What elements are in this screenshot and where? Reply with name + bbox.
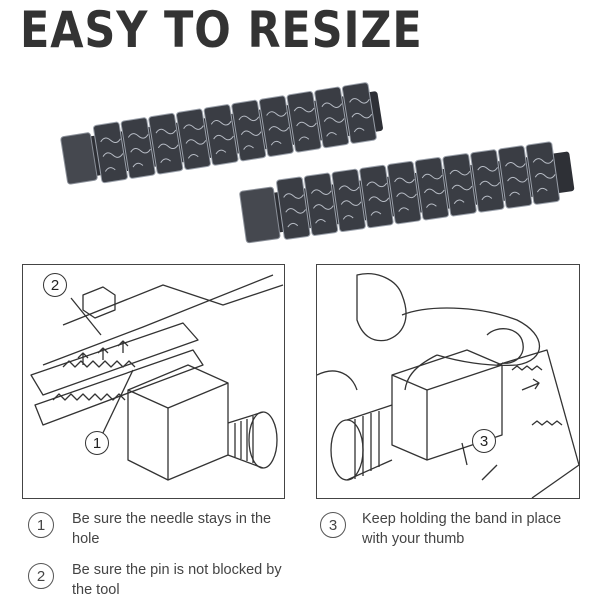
instruction-panel-right: 3 — [316, 264, 580, 499]
marker-1-icon: 1 — [85, 431, 109, 455]
marker-3-icon: 3 — [472, 429, 496, 453]
note-1-number-icon: 1 — [28, 512, 54, 538]
watch-band-lower — [239, 141, 575, 244]
page-title: EASY TO RESIZE — [20, 1, 423, 59]
marker-2-icon: 2 — [43, 273, 67, 297]
tool-illustration-left — [30, 274, 284, 481]
note-1-text: Be sure the needle stays in the hole — [72, 511, 272, 547]
note-3-text: Keep holding the band in place with your… — [362, 511, 562, 547]
instruction-panel-left: 2 1 — [22, 264, 285, 499]
note-2-text: Be sure the pin is not blocked by the to… — [72, 562, 282, 598]
tool-illustration-right — [317, 273, 579, 498]
note-3-number-icon: 3 — [320, 512, 346, 538]
watch-band-upper — [60, 82, 383, 185]
note-2-number-icon: 2 — [28, 563, 54, 589]
